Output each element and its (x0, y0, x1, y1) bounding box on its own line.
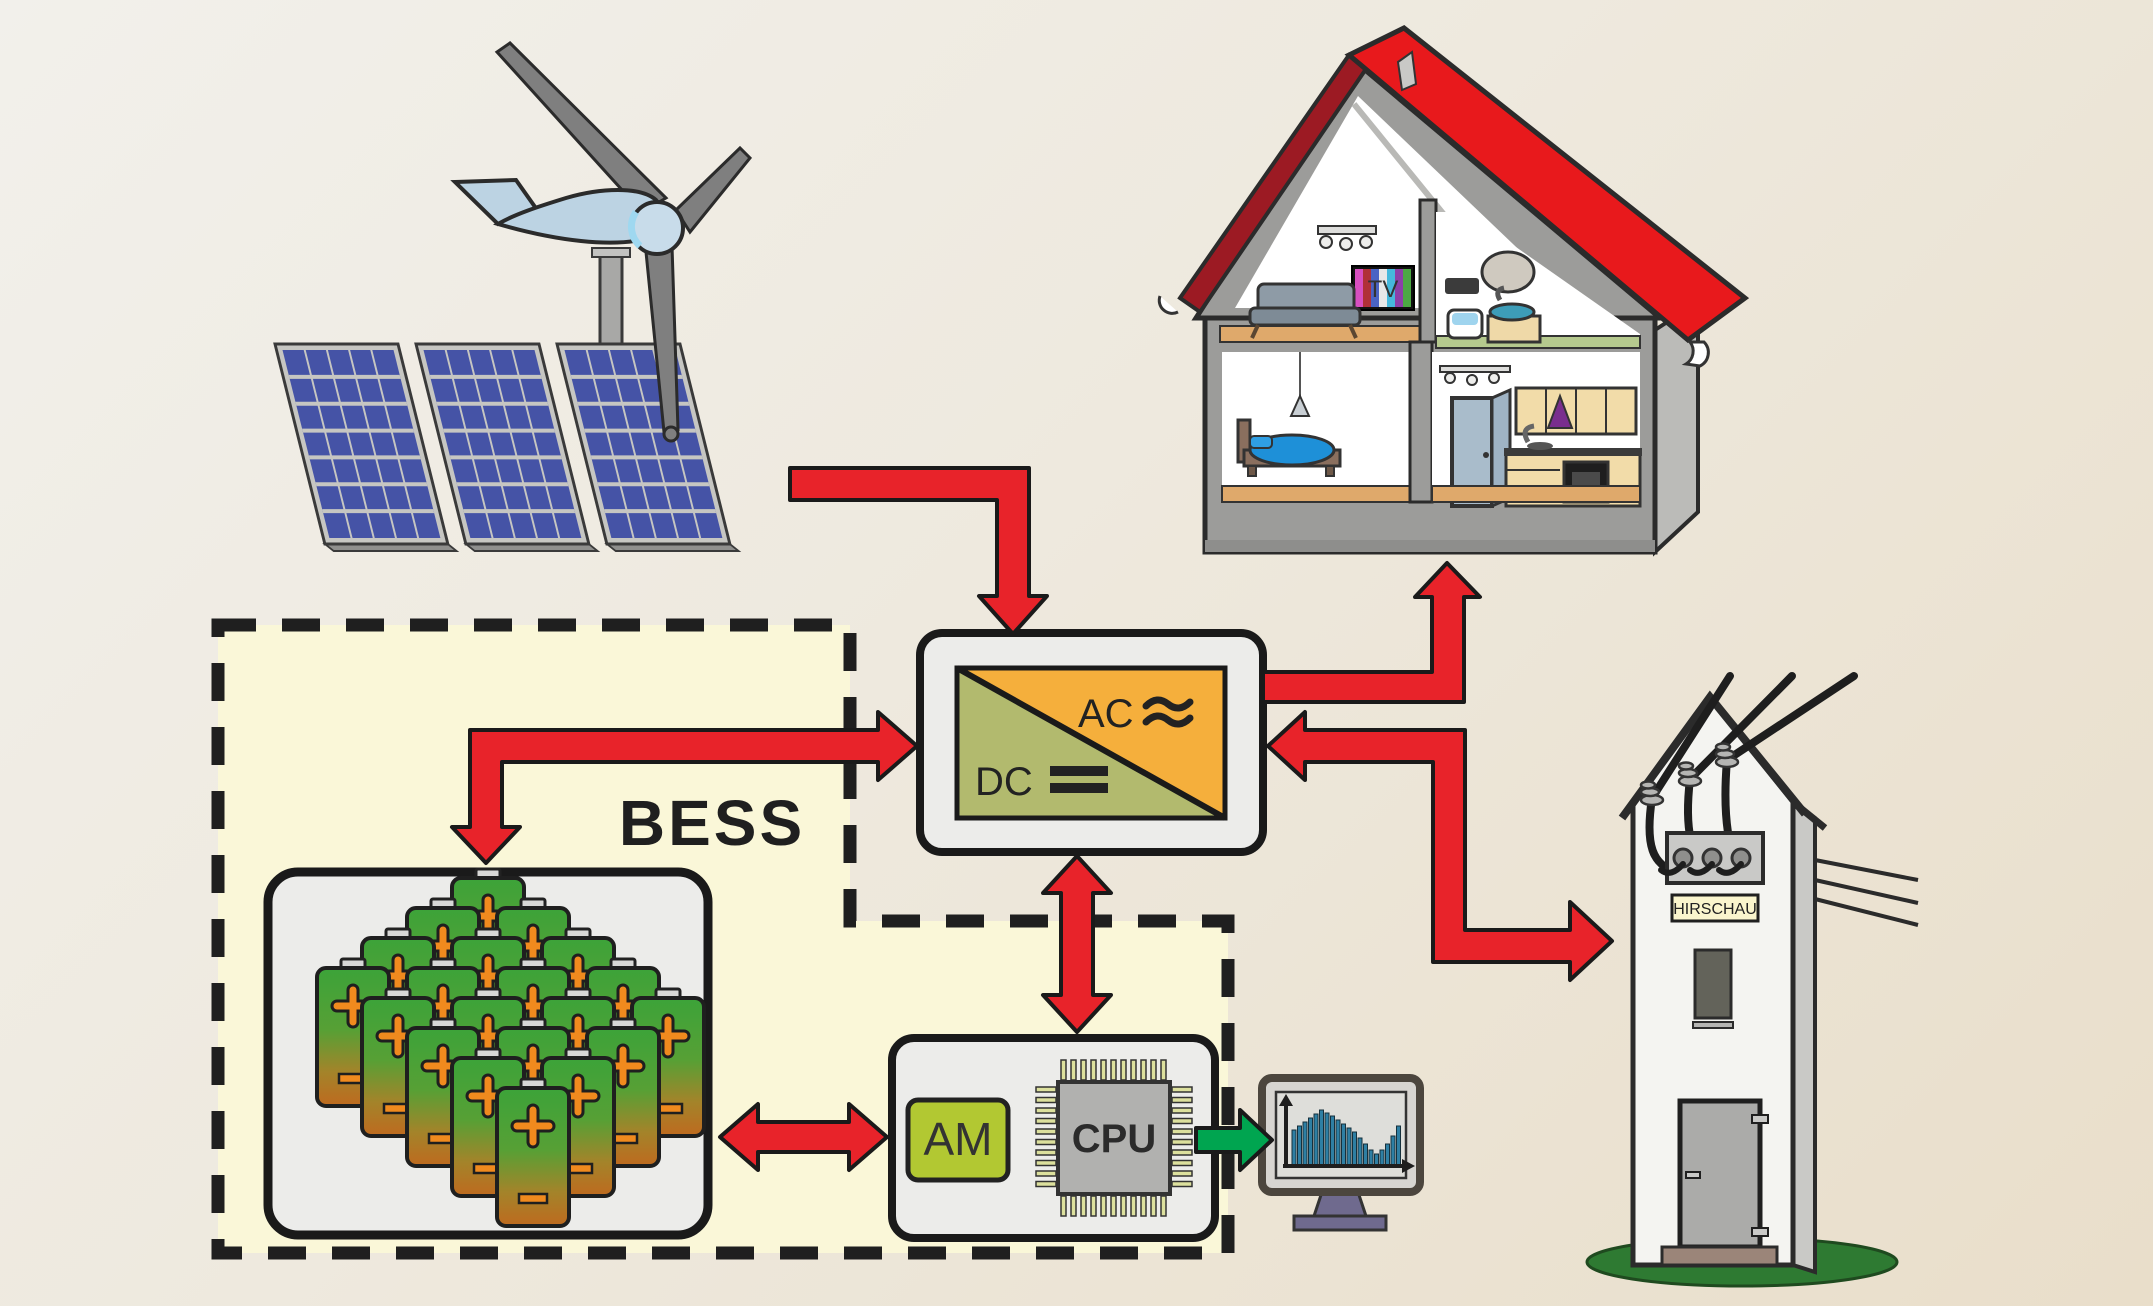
battery-bank (315, 867, 706, 1228)
roof-red (1344, 25, 1750, 344)
arrow-solar-to-inverter (788, 466, 1049, 636)
spotlight-bar (1439, 365, 1511, 373)
inverter: AC DC (916, 629, 1267, 856)
pendant-lamp-icon (1289, 393, 1311, 417)
inverter-symbol-frame (954, 665, 1228, 821)
bedroom-floor (1221, 485, 1411, 503)
bathroom-partition (1418, 198, 1438, 344)
roof-window (1396, 50, 1418, 92)
attic-floor (1219, 325, 1421, 343)
turbine-hub-highlight (627, 210, 643, 249)
faucet-icon (1495, 285, 1505, 302)
station-roofline (1618, 690, 1809, 821)
bathroom-mirror (1480, 250, 1536, 294)
insulator-icon (1639, 742, 1740, 807)
bushing-hooks (1658, 861, 1744, 876)
spotlight-icon (1359, 235, 1373, 249)
arrow-inverter-controller (1041, 854, 1113, 1034)
wall-art-triangle (1546, 393, 1574, 429)
kettle-icon (1522, 423, 1535, 444)
wind-turbine-rotor (450, 41, 753, 443)
door-handle (1685, 1171, 1701, 1179)
spotlight-icon (1319, 235, 1333, 249)
house: TV (1157, 25, 1750, 557)
monitor-base (1292, 1214, 1388, 1232)
monitor (1258, 1074, 1424, 1232)
bidet-water (1452, 313, 1478, 325)
pot-icon (1527, 442, 1553, 450)
cpu-pins (1035, 1059, 1193, 1217)
arrow-layer (450, 466, 1614, 1172)
turbine-blade-icon (674, 145, 753, 235)
gutter-left (1157, 295, 1179, 315)
gutter-right (1681, 340, 1710, 368)
turbine-pole-flange (591, 247, 631, 258)
turbine-blade-tip (662, 425, 680, 443)
vent-sill (1692, 1021, 1734, 1029)
am-label: AM (924, 1113, 993, 1165)
distribution-wires (1814, 858, 1919, 927)
arrow-battery-inverter (450, 710, 919, 865)
arrow-inverter-grid (1266, 710, 1614, 982)
chart-axes (1279, 1094, 1415, 1173)
spotlight-icon (1339, 237, 1353, 251)
battery-cell (495, 1077, 571, 1228)
arrow-inverter-to-house (1261, 561, 1482, 704)
wall-panel (1445, 278, 1479, 294)
tv-label: TV (1368, 276, 1399, 303)
station-sign-label: HIRSCHAU (1673, 901, 1757, 918)
tv: TV (1351, 265, 1415, 311)
controller: AM CPU (888, 1034, 1219, 1242)
ac-wave-icon (1142, 696, 1194, 728)
bed (1236, 418, 1342, 477)
cpu-chip (1056, 1080, 1172, 1196)
solar-panel (414, 342, 601, 552)
station-vent (1693, 948, 1733, 1020)
spotlight-icon (1488, 372, 1500, 384)
cpu-label: CPU (1072, 1117, 1156, 1161)
station-side (1791, 798, 1817, 1275)
inverter-diagonal (955, 665, 1227, 821)
spotlight-icon (1444, 372, 1456, 384)
spotlight-bar (1317, 225, 1377, 235)
door-hinge (1751, 1227, 1769, 1237)
house-plinth (1205, 540, 1655, 552)
floor-divider (1408, 340, 1434, 504)
station-step (1660, 1245, 1779, 1267)
bathroom-interior (1436, 212, 1640, 342)
solar-panel (273, 342, 460, 552)
am-module (905, 1097, 1011, 1183)
station-roofline-side (1790, 799, 1828, 831)
sink-bowl (1488, 302, 1536, 322)
door-hinge (1751, 1114, 1769, 1124)
transformer-station: HIRSCHAU (1585, 672, 1919, 1288)
arrow-battery-controller (718, 1102, 889, 1172)
kitchen-cabinets (1514, 386, 1638, 436)
kitchen-floor (1431, 485, 1641, 503)
sofa (1248, 282, 1362, 339)
station-sign (1670, 893, 1760, 923)
dc-equals-icon (1050, 766, 1108, 793)
arrow-cpu-to-monitor (1194, 1108, 1274, 1172)
bess-label: BESS (619, 787, 805, 859)
spotlight-icon (1466, 374, 1478, 386)
inverter-dc-label: DC (975, 760, 1033, 804)
inverter-ac-label: AC (1078, 692, 1134, 736)
